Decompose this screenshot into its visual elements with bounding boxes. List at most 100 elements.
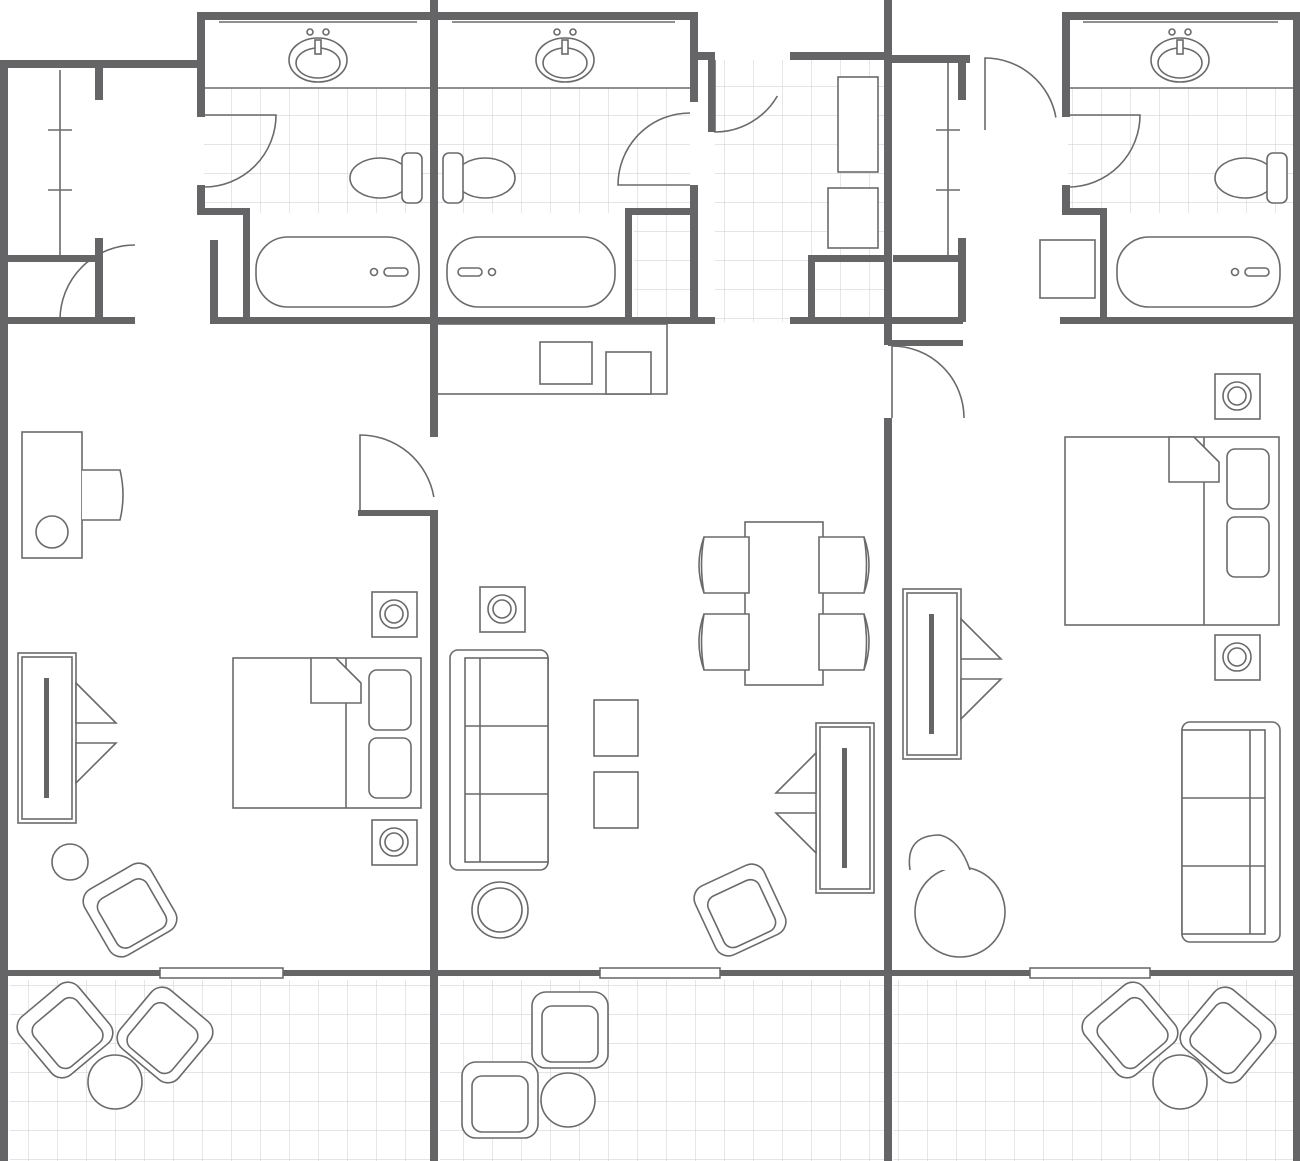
chair-seat — [1189, 1001, 1262, 1075]
wall — [197, 12, 435, 20]
wall — [0, 60, 8, 1161]
wall — [8, 255, 100, 262]
wall — [430, 0, 438, 437]
ottoman — [593, 699, 639, 757]
closet — [936, 60, 960, 255]
toilet — [349, 152, 423, 204]
tub-faucet — [1244, 267, 1270, 277]
wall — [430, 512, 438, 1161]
fixtures — [16, 21, 1293, 1139]
dining-chair — [698, 536, 750, 594]
wall — [358, 510, 438, 516]
sink — [535, 28, 595, 83]
chair-back — [698, 536, 705, 594]
wall — [1293, 12, 1300, 1161]
ottoman — [593, 771, 639, 829]
closet — [48, 70, 72, 255]
lamp-shade — [384, 604, 404, 624]
turned-sheet — [310, 657, 362, 704]
wall — [888, 340, 963, 346]
wall — [437, 317, 715, 324]
toilet-tank — [442, 152, 464, 204]
tap — [1168, 28, 1176, 36]
turned-sheet — [1168, 436, 1220, 483]
patio-chair — [461, 1061, 539, 1139]
door-swing — [714, 60, 779, 133]
entry-door — [359, 434, 435, 510]
tap — [569, 28, 577, 36]
toilet-bowl — [349, 157, 411, 199]
patio-chair — [531, 991, 609, 1069]
sliding-door — [599, 967, 721, 979]
faucet — [314, 39, 322, 55]
entry-door — [891, 345, 965, 419]
faucet — [1176, 39, 1184, 55]
dining-chair — [698, 613, 750, 671]
tub — [446, 236, 616, 308]
dining-chair — [818, 613, 870, 671]
hall-door — [714, 60, 779, 133]
nightstand — [1214, 634, 1261, 681]
tub — [255, 236, 420, 308]
armchair — [82, 862, 178, 958]
wall — [243, 208, 250, 323]
bathroom-door — [203, 114, 277, 188]
shelf — [837, 76, 879, 173]
tap — [553, 28, 561, 36]
sofa-seat — [1181, 729, 1266, 935]
dining-table — [744, 521, 824, 686]
patio-chair — [116, 986, 214, 1084]
patio-chair — [1081, 981, 1179, 1079]
wall — [1062, 185, 1070, 215]
bathtub — [446, 236, 616, 308]
wall — [690, 185, 698, 215]
tile-floors — [10, 60, 1293, 1161]
chair-back — [863, 536, 870, 594]
bathtub — [255, 236, 420, 308]
sliding-door — [1029, 967, 1151, 979]
tile-floor — [634, 215, 694, 320]
lamp-shade — [1227, 647, 1247, 667]
wall — [884, 418, 892, 1161]
door-swing — [1067, 114, 1141, 188]
safe — [1039, 239, 1096, 299]
chair-back — [863, 613, 870, 671]
bed — [1064, 436, 1280, 626]
faucet — [561, 39, 569, 55]
chair-seat — [126, 1001, 199, 1075]
wall — [888, 317, 963, 324]
bathroom-door — [617, 112, 691, 186]
tv-icon — [44, 678, 49, 798]
nightstand — [371, 819, 418, 866]
wall — [95, 238, 103, 322]
chair-seat — [700, 536, 750, 594]
drain — [487, 267, 497, 277]
chair-cushions — [774, 751, 817, 855]
chair-back — [698, 613, 705, 671]
wall — [210, 240, 218, 322]
chair-seat — [541, 1005, 599, 1063]
sink — [1150, 28, 1210, 83]
tub-faucet — [383, 267, 409, 277]
dining-chair — [818, 536, 870, 594]
wall — [884, 0, 892, 345]
chair-cushions — [960, 617, 1003, 721]
wall — [197, 12, 205, 117]
wall — [690, 12, 698, 102]
tv-console — [17, 652, 118, 824]
chair-seat — [700, 613, 750, 671]
lamp-shade — [1227, 386, 1247, 406]
kitchen-sink — [539, 341, 593, 385]
wall — [1062, 208, 1107, 215]
wall — [708, 52, 715, 132]
tap — [1184, 28, 1192, 36]
chair-seat — [706, 878, 777, 949]
wall — [1062, 12, 1300, 20]
round-table — [540, 1072, 596, 1128]
patio-chair — [16, 981, 114, 1079]
wall — [437, 12, 697, 20]
chair-seat — [471, 1075, 529, 1133]
desk-lamp-icon — [35, 515, 69, 549]
drain — [369, 267, 379, 277]
